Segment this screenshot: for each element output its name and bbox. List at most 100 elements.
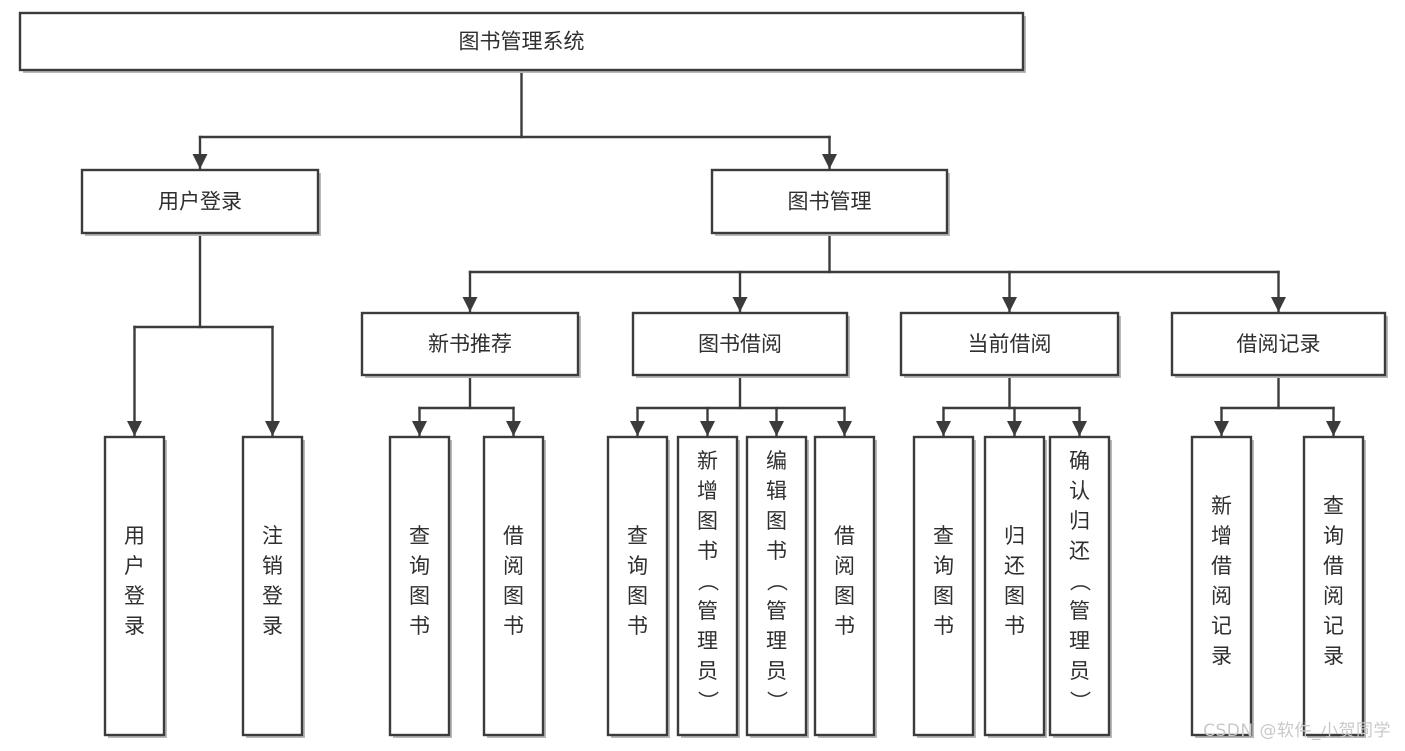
svg-text:管: 管	[1069, 599, 1090, 623]
leaf-node-box-7[interactable]	[813, 435, 876, 737]
watermark-text: CSDN @软件_小贺同学	[1203, 721, 1391, 741]
svg-text:归: 归	[1004, 524, 1025, 548]
svg-text:新: 新	[1211, 494, 1232, 518]
svg-text:员: 员	[697, 659, 718, 683]
leaf-node-box-8[interactable]	[912, 435, 975, 737]
svg-text:图: 图	[1004, 584, 1025, 608]
svg-text:员: 员	[766, 659, 787, 683]
level2-node-label-1: 图书管理	[788, 190, 872, 214]
svg-text:编: 编	[766, 449, 787, 473]
svg-text:户: 户	[124, 554, 145, 578]
arrow-head-icon	[732, 297, 748, 312]
leaf-node-label-0: 用户登录	[124, 524, 145, 638]
svg-text:图: 图	[933, 584, 954, 608]
level3-node-label-1: 图书借阅	[698, 332, 782, 356]
svg-text:书: 书	[834, 614, 855, 638]
svg-text:记: 记	[1211, 614, 1232, 638]
svg-text:图: 图	[697, 509, 718, 533]
leaf-node-box-3[interactable]	[482, 435, 545, 737]
arrow-head-icon	[1072, 421, 1087, 436]
svg-text:管: 管	[697, 599, 718, 623]
arrow-head-icon	[506, 421, 521, 436]
svg-text:阅: 阅	[834, 554, 855, 578]
svg-text:查: 查	[933, 524, 954, 548]
svg-text:认: 认	[1069, 479, 1090, 503]
svg-text:录: 录	[1211, 644, 1232, 668]
svg-text:询: 询	[409, 554, 430, 578]
arrow-head-icon	[700, 421, 715, 436]
svg-text:（: （	[1068, 571, 1092, 592]
svg-text:书: 书	[766, 539, 787, 563]
svg-text:登: 登	[262, 584, 283, 608]
arrow-head-icon	[936, 421, 951, 436]
leaf-node-box-11[interactable]	[1190, 435, 1253, 737]
svg-text:书: 书	[409, 614, 430, 638]
leaf-node-box-4[interactable]	[606, 435, 669, 737]
level3-node-box-0[interactable]	[360, 311, 580, 377]
svg-text:借: 借	[503, 524, 524, 548]
leaf-node-box-6[interactable]	[745, 435, 808, 737]
arrow-head-icon	[1214, 421, 1229, 436]
arrow-head-icon	[1271, 297, 1286, 312]
svg-text:查: 查	[1323, 494, 1344, 518]
svg-text:确: 确	[1069, 449, 1090, 473]
arrow-head-icon	[837, 421, 852, 436]
svg-text:新: 新	[697, 449, 718, 473]
arrow-head-icon	[822, 154, 837, 169]
svg-text:）: ）	[765, 691, 789, 712]
svg-text:登: 登	[124, 584, 145, 608]
svg-text:增: 增	[697, 479, 718, 503]
level3-node-box-3[interactable]	[1170, 311, 1387, 377]
svg-text:借: 借	[834, 524, 855, 548]
arrow-head-icon	[630, 421, 645, 436]
level3-node-label-3: 借阅记录	[1237, 332, 1321, 356]
level3-node-box-1[interactable]	[631, 311, 849, 377]
svg-text:用: 用	[124, 524, 145, 548]
leaf-node-box-10[interactable]	[1048, 435, 1111, 737]
svg-text:借: 借	[1211, 554, 1232, 578]
svg-text:辑: 辑	[766, 479, 787, 503]
svg-text:图: 图	[766, 509, 787, 533]
leaf-node-box-2[interactable]	[388, 435, 451, 737]
svg-text:借: 借	[1323, 554, 1344, 578]
svg-text:管: 管	[766, 599, 787, 623]
svg-text:书: 书	[1004, 614, 1025, 638]
svg-text:书: 书	[933, 614, 954, 638]
root-node-box[interactable]	[18, 11, 1025, 72]
leaf-node-box-0[interactable]	[103, 435, 166, 737]
level2-node-box-0[interactable]	[80, 168, 320, 235]
svg-text:（: （	[696, 571, 720, 592]
svg-text:书: 书	[627, 614, 648, 638]
leaf-node-box-1[interactable]	[241, 435, 304, 737]
svg-text:阅: 阅	[1211, 584, 1232, 608]
svg-text:书: 书	[697, 539, 718, 563]
svg-text:还: 还	[1004, 554, 1025, 578]
svg-text:（: （	[765, 571, 789, 592]
svg-text:还: 还	[1069, 539, 1090, 563]
root-node-label: 图书管理系统	[459, 30, 585, 54]
level3-node-label-0: 新书推荐	[428, 332, 512, 356]
arrow-head-icon	[462, 297, 478, 312]
level2-node-box-1[interactable]	[710, 168, 949, 235]
leaf-node-box-9[interactable]	[983, 435, 1046, 737]
svg-text:录: 录	[124, 614, 145, 638]
svg-text:归: 归	[1069, 509, 1090, 533]
level3-node-box-2[interactable]	[899, 311, 1120, 377]
leaf-node-box-12[interactable]	[1302, 435, 1365, 737]
svg-text:查: 查	[409, 524, 430, 548]
level3-node-label-2: 当前借阅	[968, 332, 1052, 356]
leaf-node-box-5[interactable]	[676, 435, 739, 737]
svg-text:书: 书	[503, 614, 524, 638]
svg-text:录: 录	[1323, 644, 1344, 668]
